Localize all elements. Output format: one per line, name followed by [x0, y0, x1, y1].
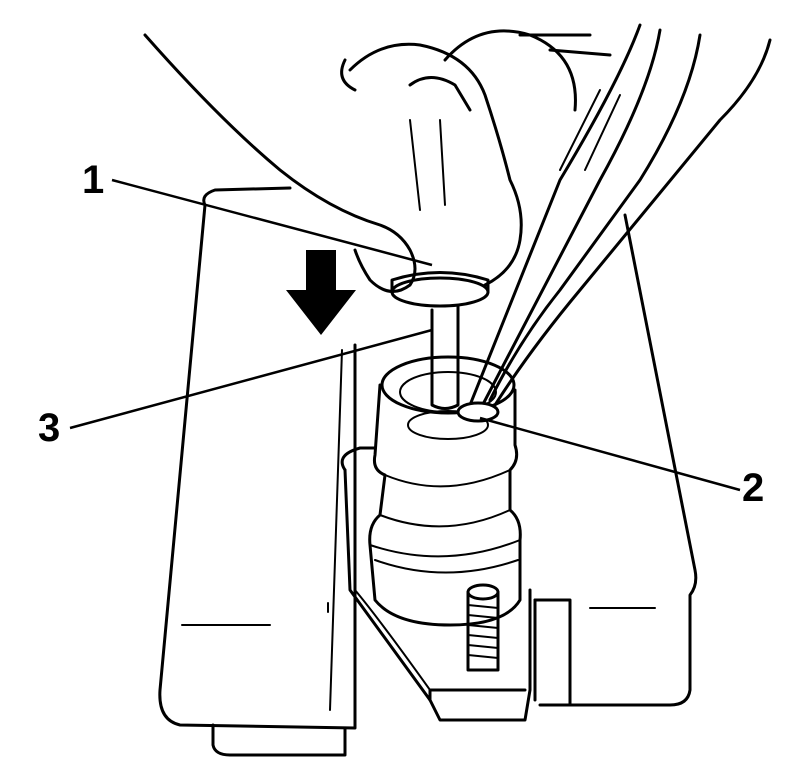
seal-housing-cylinder: [368, 355, 522, 627]
callout-2: 2: [742, 466, 765, 510]
installer-shaft: [407, 298, 489, 440]
hand: [143, 29, 612, 293]
left-housing: [158, 186, 357, 757]
right-housing: [533, 213, 698, 707]
collar-ring: [390, 271, 490, 308]
leader-lines: [69, 178, 741, 492]
leader-3: [69, 328, 433, 430]
down-arrow-icon: [286, 250, 356, 335]
stud-bolt: [466, 583, 500, 672]
leader-2: [479, 416, 741, 492]
flange-plate: [340, 446, 532, 722]
callout-1: 1: [82, 158, 105, 202]
pliers: [468, 23, 772, 412]
snap-ring: [456, 401, 500, 423]
leader-1: [111, 178, 433, 267]
callout-3: 3: [38, 406, 61, 450]
